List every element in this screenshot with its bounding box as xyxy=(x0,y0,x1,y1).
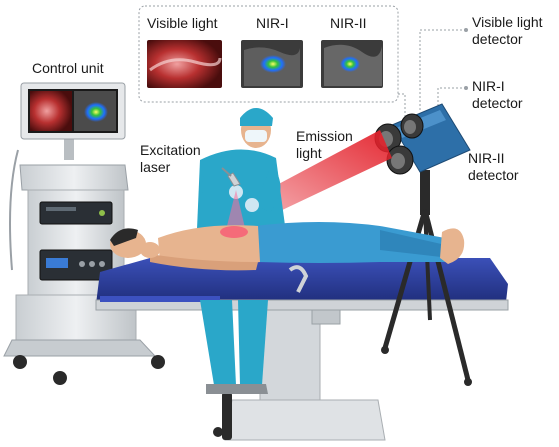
nir2-detector-label-line2: detector xyxy=(468,167,519,184)
visible-light-detector-label-line2: detector xyxy=(472,31,523,48)
inset-title-visible: Visible light xyxy=(147,15,218,31)
excitation-laser-label-line2: laser xyxy=(140,159,170,176)
surgeon-cap xyxy=(240,108,273,126)
nir2-detector-label-line1: NIR-II xyxy=(468,150,505,167)
table-column xyxy=(260,305,320,405)
control-unit-cart xyxy=(4,83,165,385)
nir2-fluorescence-spot xyxy=(340,56,360,72)
visible-light-detector-label-line1: Visible light xyxy=(472,14,543,31)
emission-light-label-line1: Emission xyxy=(296,128,353,145)
detector-array xyxy=(375,104,470,174)
inset-title-nir2: NIR-II xyxy=(330,15,367,31)
inset-connector xyxy=(398,94,405,118)
table-base xyxy=(225,400,385,440)
excitation-laser-label-line1: Excitation xyxy=(140,142,201,159)
control-unit-label: Control unit xyxy=(32,60,104,77)
emission-light-label-line2: light xyxy=(296,145,322,162)
nir1-detector-label-line1: NIR-I xyxy=(472,78,505,95)
nir1-detector-label-line2: detector xyxy=(472,95,523,112)
nir1-fluorescence-spot xyxy=(260,55,286,73)
inset-title-nir1: NIR-I xyxy=(256,15,289,31)
surgeon-mask xyxy=(245,130,267,142)
